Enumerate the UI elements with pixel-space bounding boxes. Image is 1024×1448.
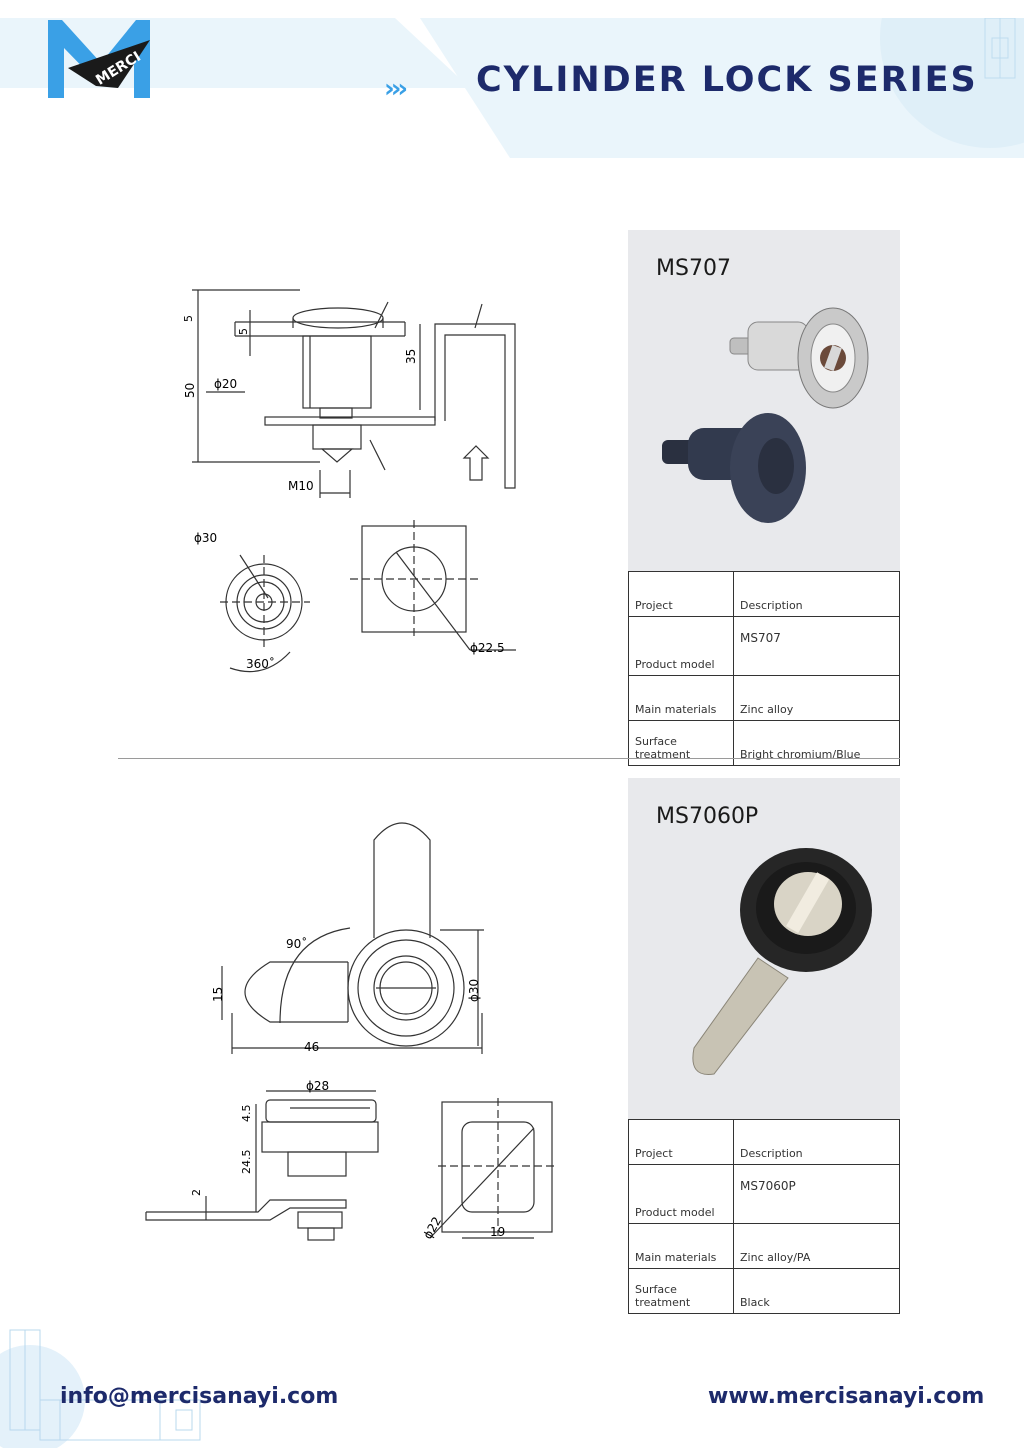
dim-phi30: ϕ30	[194, 531, 217, 545]
dim-5-top: 5	[182, 315, 195, 322]
merci-logo-icon: MERCI	[48, 20, 150, 98]
triple-chevron-icon: ›››	[384, 74, 408, 104]
dim-15: 15	[211, 987, 225, 1002]
dim-phi30-side: ϕ30	[467, 979, 481, 1002]
spec-surface-value: Black	[733, 1268, 900, 1314]
product-photo-ms7060p	[692, 848, 872, 1075]
spec-table-ms7060p: Project Description Product model MS7060…	[628, 1119, 900, 1314]
dim-19: 19	[490, 1225, 505, 1239]
dim-35: 35	[404, 349, 418, 364]
dim-4-5: 4.5	[240, 1105, 253, 1123]
page-title: CYLINDER LOCK SERIES	[476, 60, 978, 100]
dim-46: 46	[304, 1040, 319, 1054]
dim-phi22: ϕ22	[420, 1214, 444, 1241]
footer-website-link[interactable]: www.mercisanayi.com	[708, 1384, 985, 1409]
dim-24-5: 24.5	[240, 1150, 253, 1175]
dim-50: 50	[183, 383, 197, 398]
dim-m10: M10	[288, 479, 314, 493]
product-model-title: MS707	[656, 256, 731, 281]
dim-phi20: ϕ20	[214, 377, 237, 391]
spec-table-ms707: Project Description Product model MS707 …	[628, 571, 900, 766]
dim-5-cap: 5	[237, 328, 250, 335]
spec-description-label: Description	[733, 571, 900, 617]
spec-model-value: MS707	[733, 616, 900, 676]
dim-2: 2	[190, 1189, 203, 1196]
spec-model-label: Product model	[628, 1164, 734, 1224]
technical-drawing-ms707: 5 5 50 ϕ20 35 M10 ϕ30 360˚ ϕ22.5	[182, 289, 516, 673]
product-model-title: MS7060P	[656, 804, 759, 829]
spec-model-label: Product model	[628, 616, 734, 676]
spec-project-label: Project	[628, 1119, 734, 1165]
spec-surface-label: Surface treatment	[628, 1268, 734, 1314]
spec-model-value: MS7060P	[733, 1164, 900, 1224]
dim-phi28: ϕ28	[306, 1079, 329, 1093]
spec-materials-value: Zinc alloy/PA	[733, 1223, 900, 1269]
spec-materials-value: Zinc alloy	[733, 675, 900, 721]
dim-phi22-5: ϕ22.5	[470, 641, 505, 655]
product-photo-ms707	[662, 307, 869, 523]
spec-description-label: Description	[733, 1119, 900, 1165]
technical-drawing-ms7060p: 90˚ 15 ϕ30 46 ϕ28 4.5 24.5 2 ϕ22 19	[145, 822, 556, 1242]
footer-decoration	[0, 1329, 201, 1448]
product-panel-ms707: MS707	[628, 230, 900, 572]
product-panel-ms7060p: MS7060P	[628, 778, 900, 1120]
dim-360: 360˚	[246, 656, 275, 671]
spec-materials-label: Main materials	[628, 1223, 734, 1269]
spec-materials-label: Main materials	[628, 675, 734, 721]
section-divider	[118, 758, 900, 759]
footer-email-link[interactable]: info@mercisanayi.com	[60, 1384, 339, 1409]
dim-90: 90˚	[286, 936, 307, 951]
spec-project-label: Project	[628, 571, 734, 617]
